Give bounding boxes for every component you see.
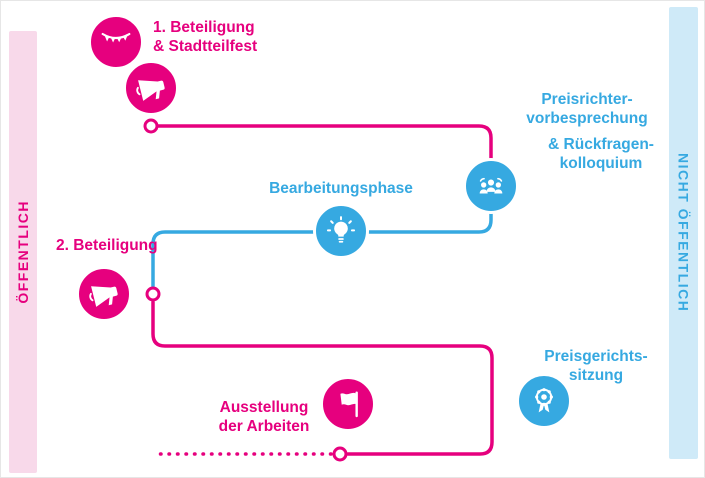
label-beteiligung-2: 2. Beteiligung — [56, 237, 158, 254]
label-preisgericht: Preisgerichts- sitzung — [544, 348, 648, 384]
connector-node-1 — [143, 118, 159, 134]
megaphone-icon — [123, 60, 179, 116]
connector-node-3 — [332, 446, 348, 462]
label-bearbeitungsphase: Bearbeitungsphase — [269, 180, 413, 197]
jury-icon — [463, 158, 519, 214]
band-not-public-label: NICHT ÖFFENTLICH — [675, 153, 692, 313]
label-beteiligung-1: 1. Beteiligung & Stadtteilfest — [153, 19, 258, 55]
band-public: ÖFFENTLICH — [9, 31, 37, 473]
flag-icon — [320, 376, 376, 432]
label-ausstellung: Ausstellung der Arbeiten — [218, 399, 310, 435]
connector-node-2 — [145, 286, 161, 302]
band-not-public: NICHT ÖFFENTLICH — [669, 7, 698, 459]
bunting-icon — [88, 14, 144, 70]
medal-icon — [516, 373, 572, 429]
megaphone-icon — [76, 266, 132, 322]
label-rueckfragen: & Rückfragen- kolloquium — [548, 136, 654, 172]
connector-step2-to-exhibit — [151, 300, 494, 456]
connector-step1-to-jury — [156, 124, 493, 162]
lightbulb-icon — [313, 203, 369, 259]
label-preisrichter: Preisrichter- vorbesprechung — [526, 91, 648, 127]
